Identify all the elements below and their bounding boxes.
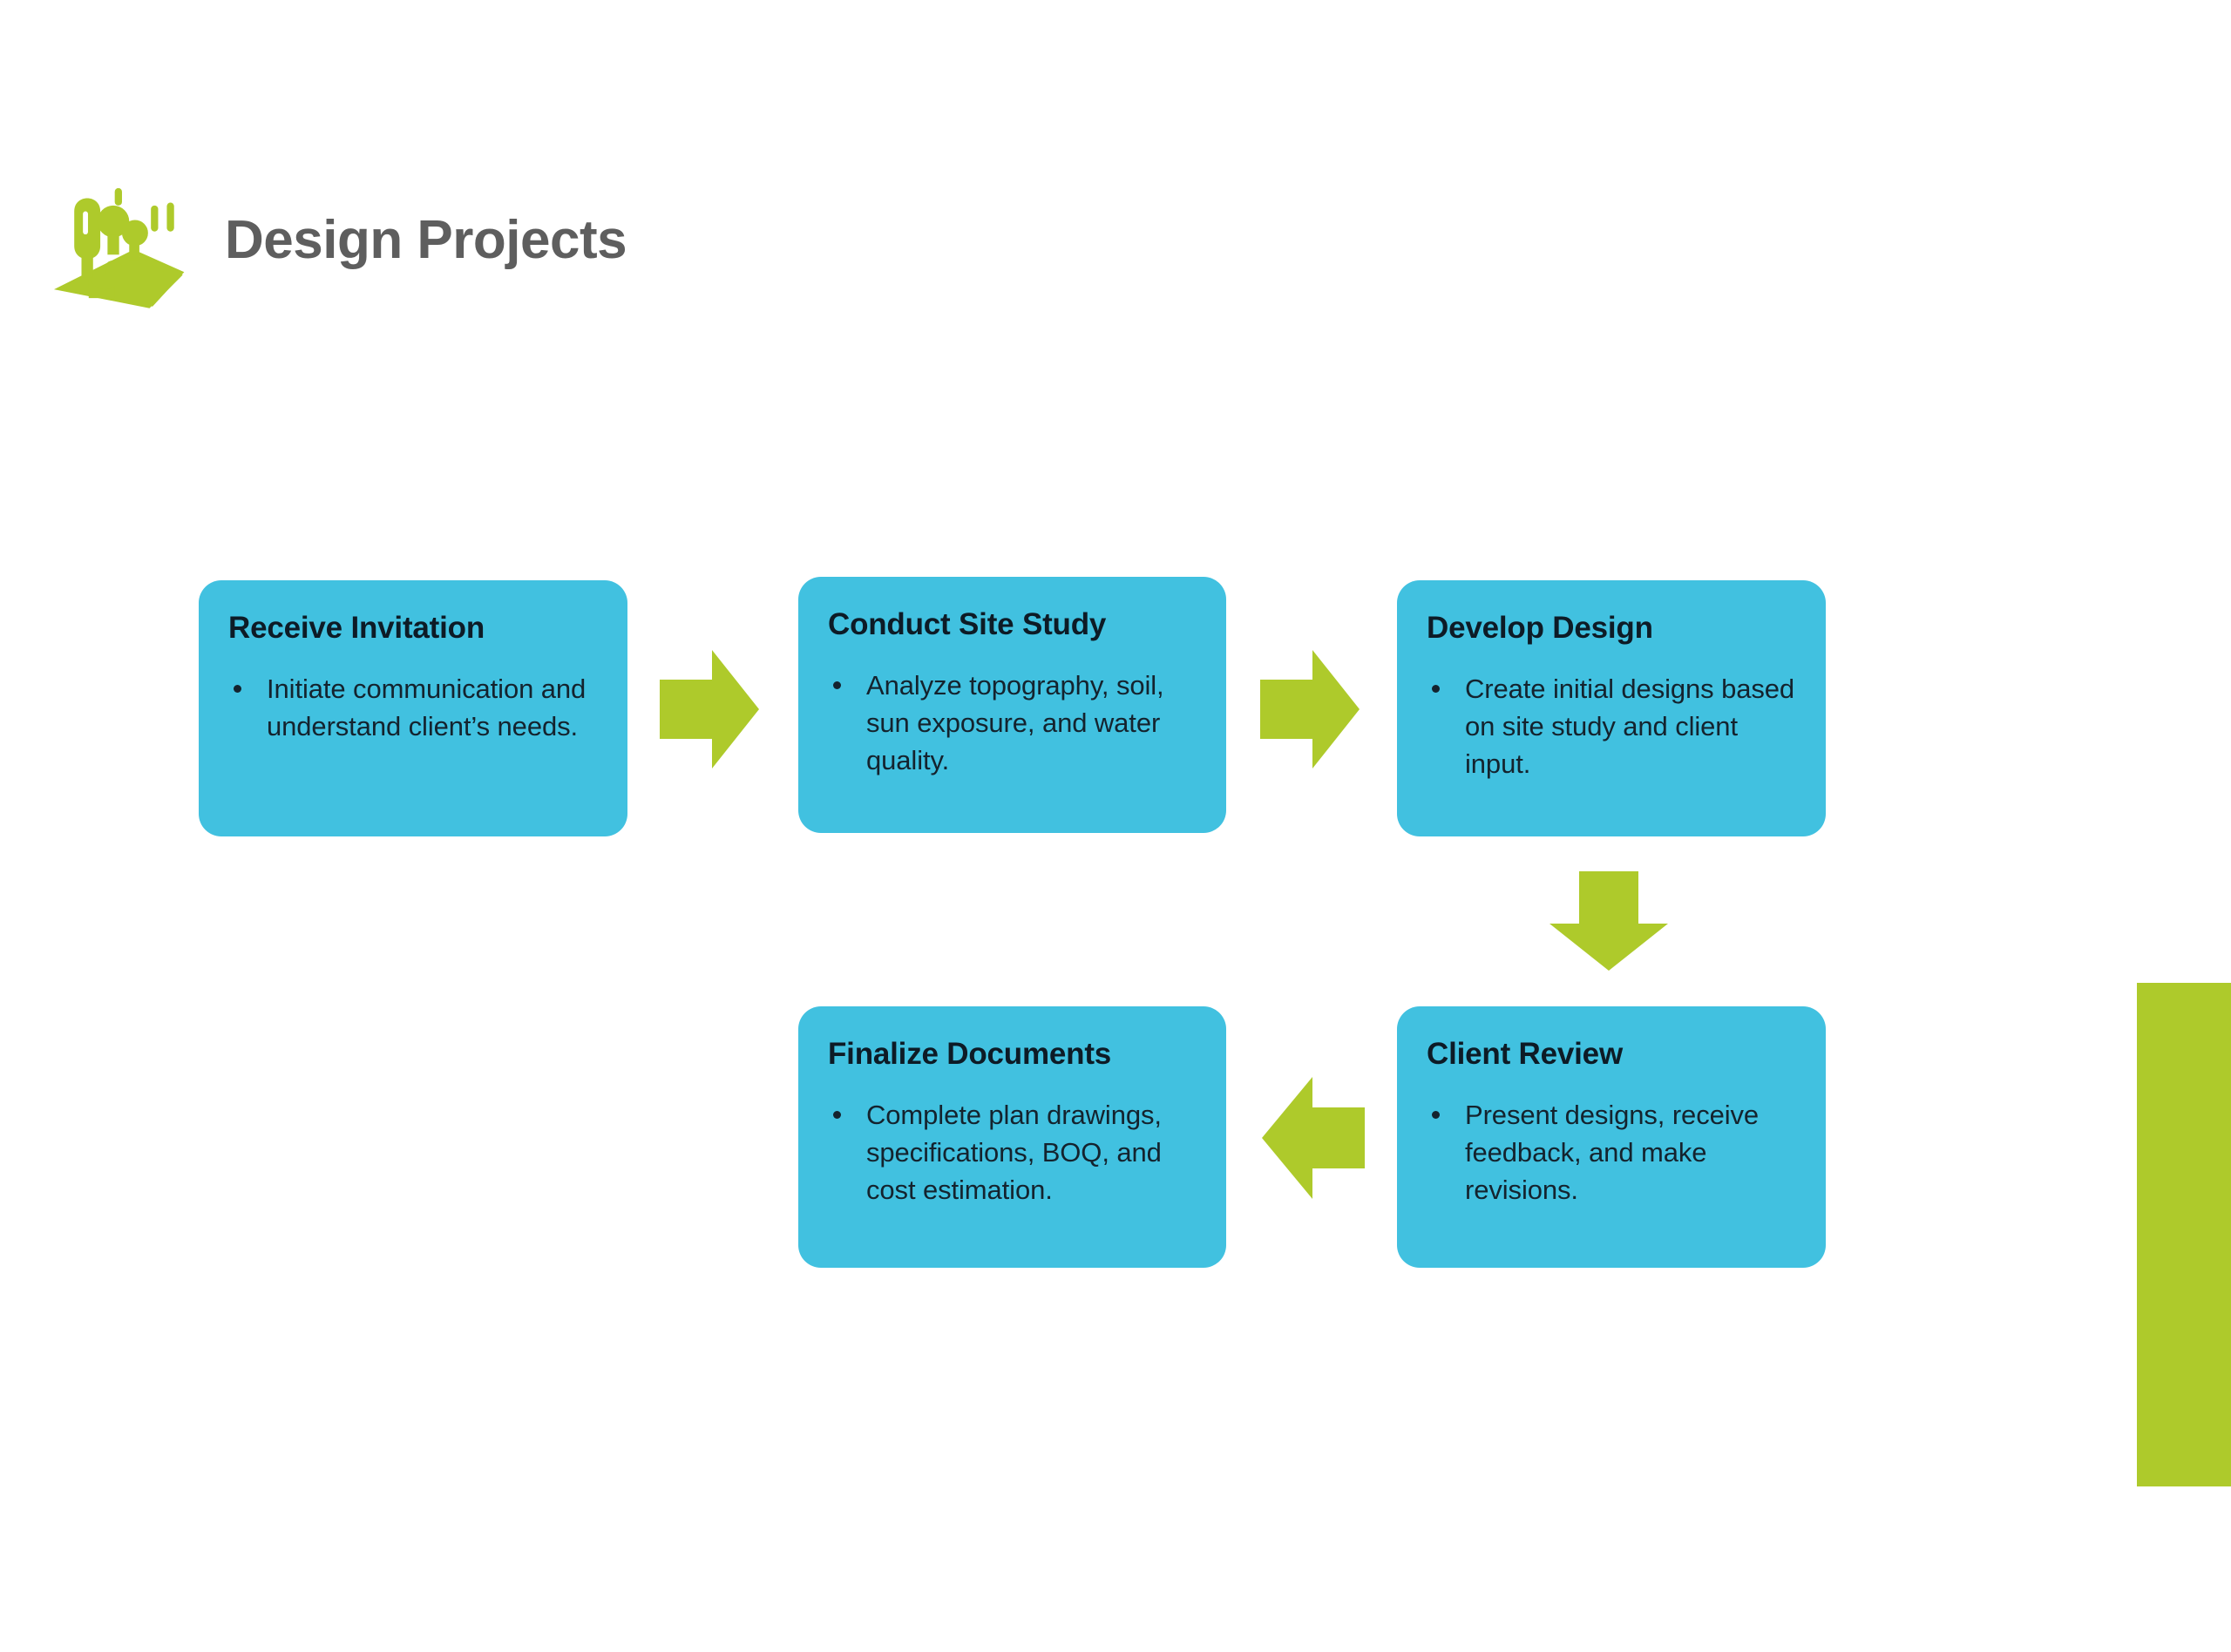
bullet-text: Analyze topography, soil, sun exposure, … — [866, 670, 1164, 775]
bullet-dot-icon — [833, 681, 841, 689]
step-bullet-list: Create initial designs based on site stu… — [1427, 671, 1796, 782]
flow-step-conduct-site-study[interactable]: Conduct Site Study Analyze topography, s… — [798, 577, 1226, 833]
bullet-text: Create initial designs based on site stu… — [1465, 674, 1795, 779]
arrow-right-icon — [660, 650, 759, 768]
accent-bar — [2137, 983, 2231, 1486]
bullet-dot-icon — [1432, 685, 1440, 693]
flow-step-finalize-documents[interactable]: Finalize Documents Complete plan drawing… — [798, 1006, 1226, 1268]
arrow-left-icon — [1262, 1077, 1365, 1199]
page-title: Design Projects — [225, 210, 627, 270]
list-item: Complete plan drawings, specifications, … — [828, 1097, 1197, 1209]
step-title: Develop Design — [1427, 611, 1653, 645]
slide-header: Design Projects — [45, 171, 627, 315]
flow-step-client-review[interactable]: Client Review Present designs, receive f… — [1397, 1006, 1826, 1268]
step-title: Conduct Site Study — [828, 607, 1107, 641]
step-bullet-list: Initiate communication and understand cl… — [228, 671, 598, 746]
bullet-text: Initiate communication and understand cl… — [267, 674, 587, 741]
step-title: Client Review — [1427, 1037, 1623, 1071]
list-item: Present designs, receive feedback, and m… — [1427, 1097, 1796, 1209]
bullet-text: Present designs, receive feedback, and m… — [1465, 1100, 1760, 1205]
arrow-right-icon — [1260, 650, 1360, 768]
arrow-down-icon — [1549, 871, 1668, 971]
bullet-text: Complete plan drawings, specifications, … — [866, 1100, 1162, 1205]
landscape-garden-icon — [53, 187, 185, 308]
flow-step-develop-design[interactable]: Develop Design Create initial designs ba… — [1397, 580, 1826, 836]
bullet-dot-icon — [1432, 1111, 1440, 1119]
step-bullet-list: Analyze topography, soil, sun exposure, … — [828, 667, 1197, 779]
step-title: Receive Invitation — [228, 611, 485, 645]
list-item: Initiate communication and understand cl… — [228, 671, 598, 746]
step-title: Finalize Documents — [828, 1037, 1112, 1071]
list-item: Create initial designs based on site stu… — [1427, 671, 1796, 782]
list-item: Analyze topography, soil, sun exposure, … — [828, 667, 1197, 779]
step-bullet-list: Complete plan drawings, specifications, … — [828, 1097, 1197, 1209]
bullet-dot-icon — [833, 1111, 841, 1119]
step-bullet-list: Present designs, receive feedback, and m… — [1427, 1097, 1796, 1209]
bullet-dot-icon — [234, 685, 241, 693]
flow-step-receive-invitation[interactable]: Receive Invitation Initiate communicatio… — [199, 580, 627, 836]
